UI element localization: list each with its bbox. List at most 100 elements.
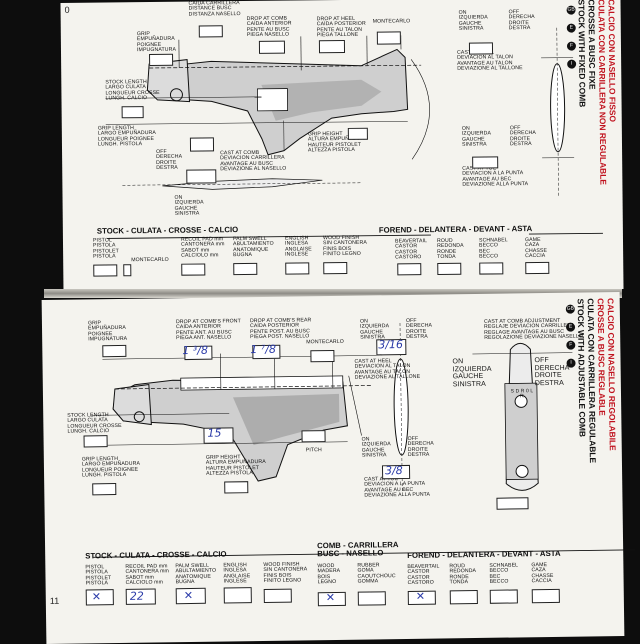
checkbox-montecarlo[interactable] [123,264,131,276]
field-cast-adjust[interactable] [496,497,528,509]
comb-heading: COMB - CARRILLERA BUSC - NASELLO [317,541,399,558]
label-cast-toe: CAST AT TOE DEVIACION A LA PUNTA AVANTAG… [364,477,430,500]
stock-opt-recoil: RECOIL PAD mm CANTONERA mm SABOT mm CALC… [125,564,169,586]
handwritten-stock-length: 15 [207,427,221,440]
forend-opt-schnabel: SCHNABEL BECCO BEC BECCO [479,238,508,260]
form-page-fixed-comb: 0 CAÍDA CARRILLERA DISTANCE BUSC DISTANZ… [60,0,623,295]
label-off-top: OFF DERECHA DROITE DESTRA [509,10,535,32]
stock-opt-pistol: PISTOL PISTOLA PISTOLET PISTOLA [93,238,119,260]
label-drop-rear: DROP AT COMB'S REAR CAÍDA POSTERIOR PENT… [250,318,312,340]
comb-opt-rubber: RUBBER GOMA CAOUTCHOUC GOMMA [357,563,395,585]
field-cast-comb[interactable] [186,169,216,183]
checkbox-beavertail[interactable] [397,263,421,275]
stock-opt-wood: WOOD FINISH SIN CANTONERA FINIS BOIS FIN… [263,562,307,584]
handwritten-drop-rear: 1 ⁷/8 [250,343,276,356]
forend-opt-game: GAME CAZA CHASSE CACCIA [531,563,553,585]
page-number: 11 [50,596,59,606]
comb-opt-wood: WOOD MADERA BOIS LEGNO [317,564,340,586]
label-on-big: ON IZQUIERDA GAUCHE SINISTRA [452,358,491,389]
lang-code-e: E [567,24,576,33]
stock-opt-english: ENGLISH INGLESA ANGLAISE INGLESE [285,236,312,258]
field-recoil-pad[interactable] [181,263,205,275]
field-drop-heel[interactable] [319,40,345,53]
checkbox-english[interactable] [285,262,309,274]
side-title-fixed-4: CALCIO CON NASELLO FISSO [606,0,617,122]
label-on-left: ON IZQUIERDA GAUCHE SINISTRA [175,195,204,217]
label-off-left: OFF DERECHA DROITE DESTRA [156,150,182,172]
checkbox-round[interactable] [450,590,478,604]
label-cast-comb: CAST AT COMB DEVIACION CARRILLERA AVANTA… [220,151,286,173]
lang-code-gb: GB [567,6,576,15]
field-cast-heel[interactable] [469,42,493,54]
checkbox-schnabel[interactable] [479,262,503,274]
handwritten-wood-mark: ✕ [326,591,335,604]
field-grip-height[interactable] [224,481,248,493]
field-drop-cross[interactable] [199,25,223,37]
label-montecarlo: MONTECARLO [306,340,344,346]
lang-code-gb: GB [566,305,575,314]
checkbox-wood-finish[interactable] [323,262,347,274]
lang-code-f: F [566,341,575,350]
field-montecarlo[interactable] [310,350,334,362]
label-on-top: ON IZQUIERDA GAUCHE SINISTRA [459,10,488,32]
label-grip-length: GRIP LENGTH LARGO EMPUÑADURA LONGUEUR PO… [82,457,140,479]
handwritten-recoil-pad: 22 [130,590,144,603]
field-drop-comb[interactable] [259,41,285,54]
forend-opt-game: GAME CAZA CHASSE CACCIA [525,238,547,260]
lang-code-i: I [566,359,575,368]
lang-code-f: F [567,42,576,51]
checkbox-pistol[interactable] [93,264,117,276]
checkbox-palm-swell[interactable] [233,263,257,275]
label-grip-height: GRIP HEIGHT ALTURA EMPUÑADURA HAUTEUR PI… [206,455,266,477]
stock-opt-wood: WOOD FINISH SIN CANTONERA FINIS BOIS FIN… [323,236,367,258]
label-cast-heel: CAST AT HEEL DEVIACION AL TALON AVANTAGE… [354,359,420,382]
label-drop-heel: DROP AT HEEL CAÍDA POSTERIOR PENTE AU TA… [317,17,366,39]
field-grip-height[interactable] [348,128,368,140]
checkbox-game[interactable] [532,589,560,603]
field-stock-length[interactable] [84,435,108,447]
forend-opt-schnabel: SCHNABEL BECCO BEC BECCO [489,563,518,585]
handwritten-beavertail-mark: ✕ [416,590,425,603]
stock-heading: STOCK - CULATA - CROSSE - CALCIO [97,225,238,235]
field-pitch[interactable] [301,430,325,442]
field-grip[interactable] [102,345,126,357]
forend-opt-round: ROUD REDONDA RONDE TONDA [449,564,476,586]
label-drop-front: DROP AT COMB'S FRONT CAÍDA ANTERIOR PENT… [176,319,241,342]
handwritten-cast-heel: 3/16 [378,338,403,351]
stock-opt-english: ENGLISH INGLESA ANGLAISE INGLESE [223,563,250,585]
checkbox-comb-rubber[interactable] [358,591,386,605]
label-off-mid: OFF DERECHA DROITE DESTRA [510,126,536,148]
side-title-adjustable-4: CALCIO CON NASELLO REGOLABILE [606,298,618,451]
field-cast-toe[interactable] [472,156,498,168]
handwritten-cast-toe: 3/8 [385,464,403,477]
label-grip-length: GRIP LENGTH LARGO EMPUÑADURA LONGUEUR PO… [98,126,156,148]
field-grip-length[interactable] [190,137,214,151]
checkbox-game[interactable] [525,262,549,274]
label-on-mid: ON IZQUIERDA GAUCHE SINISTRA [362,437,391,459]
field-grip[interactable] [149,54,173,66]
checkbox-wood-finish[interactable] [264,589,292,603]
label-off-top: OFF DERECHA DROITE DESTRA [406,319,432,341]
field-montecarlo[interactable] [377,31,401,44]
checkbox-schnabel[interactable] [490,589,518,603]
forend-opt-beavertail: BEAVERTAIL CASTOR CASTOR CASTORO [407,565,439,587]
field-stock-length[interactable] [122,106,144,118]
comb-adjust-letters: S D R 0 L R [509,389,535,400]
label-pitch: PITCH [306,448,322,454]
stock-opt-pistol: PISTOL PISTOLA PISTOLET PISTOLA [85,565,111,587]
side-title-line-4: CALCIO CON NASELLO FISSO [606,0,617,122]
forend-opt-round: ROUD REDONDA RONDE TONDA [437,239,464,261]
label-off-mid: OFF DERECHA DROITE DESTRA [408,437,434,459]
label-montecarlo: MONTECARLO [373,19,411,25]
label-grip: GRIP EMPUÑADURA POIGNEE IMPUGNATURA [137,32,176,54]
checkbox-round[interactable] [437,263,461,275]
label-cast-toe: CAST AT TOE DEVIACION A LA PUNTA AVANTAG… [462,166,528,188]
field-grip-length[interactable] [92,483,116,495]
stock-opt-palm: PALM SWELL ABULTAMIENTO ANATOMIQUE BUGNA [233,237,274,259]
label-on-mid: ON IZQUIERDA GAUCHE SINISTRA [462,126,491,148]
stock-opt-montecarlo: MONTECARLO [131,258,169,264]
handwritten-pistol-mark: ✕ [92,590,101,603]
language-codes: GB E F I [566,297,577,369]
label-drop-cross: CAÍDA CARRILLERA DISTANCE BUSC DISTANZA … [188,1,240,18]
checkbox-english[interactable] [224,587,252,603]
